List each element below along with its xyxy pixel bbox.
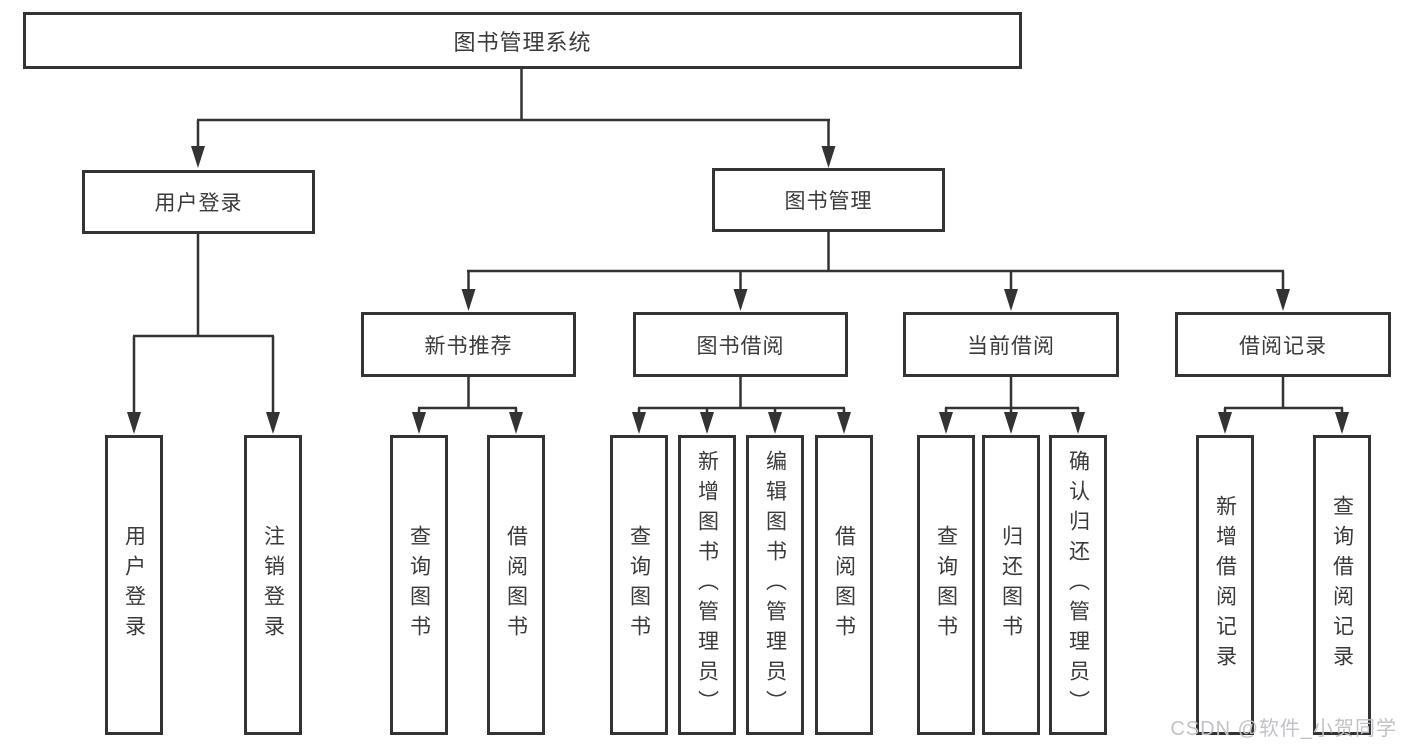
node-label: 归还图书 [999, 525, 1023, 645]
node-label: 新增图书（管理员） [695, 450, 719, 720]
node-label: 用户登录 [122, 525, 146, 645]
node-label: 图书管理 [784, 190, 873, 213]
node-label: 图书管理系统 [453, 29, 592, 55]
leaf-query-books-3: 查询图书 [917, 435, 975, 735]
node-user-login: 用户登录 [82, 170, 315, 234]
node-label: 新增借阅记录 [1213, 495, 1237, 675]
csdn-watermark: CSDN @软件_小贺同学 [1170, 718, 1397, 740]
node-borrowing-records: 借阅记录 [1175, 312, 1391, 377]
node-book-management: 图书管理 [712, 168, 945, 232]
node-label: 确认归还（管理员） [1066, 450, 1090, 720]
leaf-add-books-admin: 新增图书（管理员） [678, 435, 736, 735]
node-book-borrowing: 图书借阅 [633, 312, 848, 377]
node-new-book-recommend: 新书推荐 [361, 312, 576, 377]
node-label: 当前借阅 [967, 334, 1055, 358]
node-label: 用户登录 [154, 192, 243, 215]
node-label: 借阅记录 [1239, 334, 1327, 358]
leaf-query-books-2: 查询图书 [610, 435, 668, 735]
leaf-confirm-return-admin: 确认归还（管理员） [1049, 435, 1107, 735]
node-label: 借阅图书 [832, 525, 856, 645]
leaf-add-borrow-record: 新增借阅记录 [1196, 435, 1254, 735]
leaf-edit-books-admin: 编辑图书（管理员） [746, 435, 804, 735]
arrowheads [127, 146, 1349, 434]
node-label: 图书借阅 [696, 334, 785, 358]
node-label: 查询图书 [934, 525, 958, 645]
leaf-borrow-books-1: 借阅图书 [487, 435, 545, 735]
leaf-return-books: 归还图书 [982, 435, 1040, 735]
node-current-borrowing: 当前借阅 [903, 312, 1119, 377]
node-label: 查询图书 [407, 525, 431, 645]
node-label: 借阅图书 [504, 525, 528, 645]
leaf-user-login: 用户登录 [105, 435, 163, 735]
leaf-query-books-1: 查询图书 [390, 435, 448, 735]
node-label: 编辑图书（管理员） [763, 450, 787, 720]
leaf-query-borrow-record: 查询借阅记录 [1313, 435, 1371, 735]
node-library-system: 图书管理系统 [23, 12, 1022, 69]
leaf-logout: 注销登录 [244, 435, 302, 735]
node-label: 新书推荐 [424, 334, 513, 358]
node-label: 查询借阅记录 [1330, 495, 1354, 675]
leaf-borrow-books-2: 借阅图书 [815, 435, 873, 735]
node-label: 查询图书 [627, 525, 651, 645]
node-label: 注销登录 [261, 525, 285, 645]
